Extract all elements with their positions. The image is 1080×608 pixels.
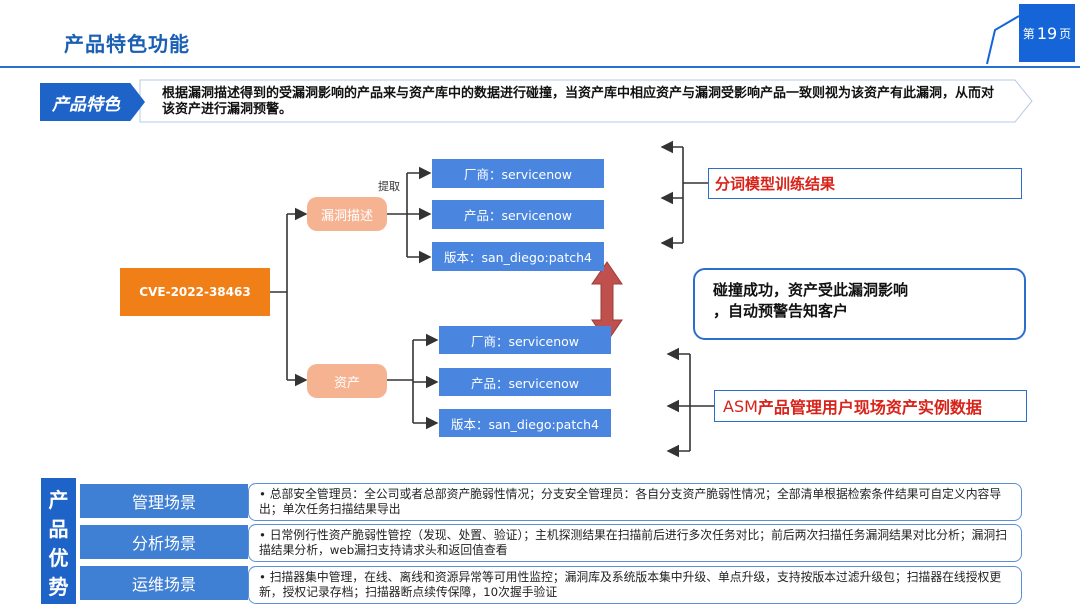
page-number-badge: 第 19 页	[1019, 4, 1075, 62]
callout-line-2: ，自动预警告知客户	[713, 302, 849, 320]
operations-scene-description: • 扫描器集中管理，在线、离线和资源异常等可用性监控；漏洞库及系统版本集中升级、…	[248, 566, 1022, 604]
cve-node: CVE-2022-38463	[120, 268, 270, 316]
vuln-product-box: 产品：servicenow	[432, 200, 604, 229]
operations-scene-tag: 运维场景	[80, 566, 248, 600]
advantages-char-3: 优	[48, 546, 69, 570]
page-prefix: 第	[1022, 26, 1035, 41]
title-divider	[0, 66, 1080, 68]
asm-suffix: 产品管理用户现场资产实例数据	[757, 398, 982, 417]
callout-line-1: 碰撞成功，资产受此漏洞影响	[713, 281, 909, 299]
management-scene-tag: 管理场景	[80, 484, 248, 518]
feature-banner-outline	[139, 79, 1033, 123]
page-suffix: 页	[1059, 26, 1072, 41]
page-title: 产品特色功能	[64, 32, 190, 56]
vuln-version-box: 版本：san_diego:patch4	[432, 242, 604, 271]
asset-product-box: 产品：servicenow	[439, 368, 611, 396]
management-scene-description: • 总部安全管理员：全公司或者总部资产脆弱性情况；分支安全管理员：各自分支资产脆…	[248, 483, 1022, 521]
advantages-char-1: 产	[48, 488, 69, 512]
asm-prefix: ASM	[723, 396, 758, 416]
vuln-vendor-box: 厂商：servicenow	[432, 159, 604, 188]
advantages-char-2: 品	[48, 517, 69, 541]
advantages-side-label: 产 品 优 势	[41, 478, 76, 604]
collision-callout: 碰撞成功，资产受此漏洞影响 ，自动预警告知客户	[693, 268, 1026, 340]
advantages-char-4: 势	[48, 575, 69, 599]
vuln-description-node: 漏洞描述	[307, 197, 387, 231]
segmentation-model-result: 分词模型训练结果	[708, 168, 1022, 199]
asset-version-box: 版本：san_diego:patch4	[439, 409, 611, 437]
page-number: 19	[1036, 23, 1058, 43]
asset-vendor-box: 厂商：servicenow	[439, 326, 611, 354]
extract-label: 提取	[378, 180, 400, 193]
feature-tag: 产品特色	[40, 83, 145, 121]
header-accent-line	[986, 15, 1020, 65]
feature-description: 根据漏洞描述得到的受漏洞影响的产品来与资产库中的数据进行碰撞，当资产库中相应资产…	[162, 86, 995, 117]
analysis-scene-tag: 分析场景	[80, 525, 248, 559]
asset-node: 资产	[307, 364, 387, 398]
analysis-scene-description: • 日常例行性资产脆弱性管控（发现、处置、验证）；主机探测结果在扫描前后进行多次…	[248, 524, 1022, 562]
